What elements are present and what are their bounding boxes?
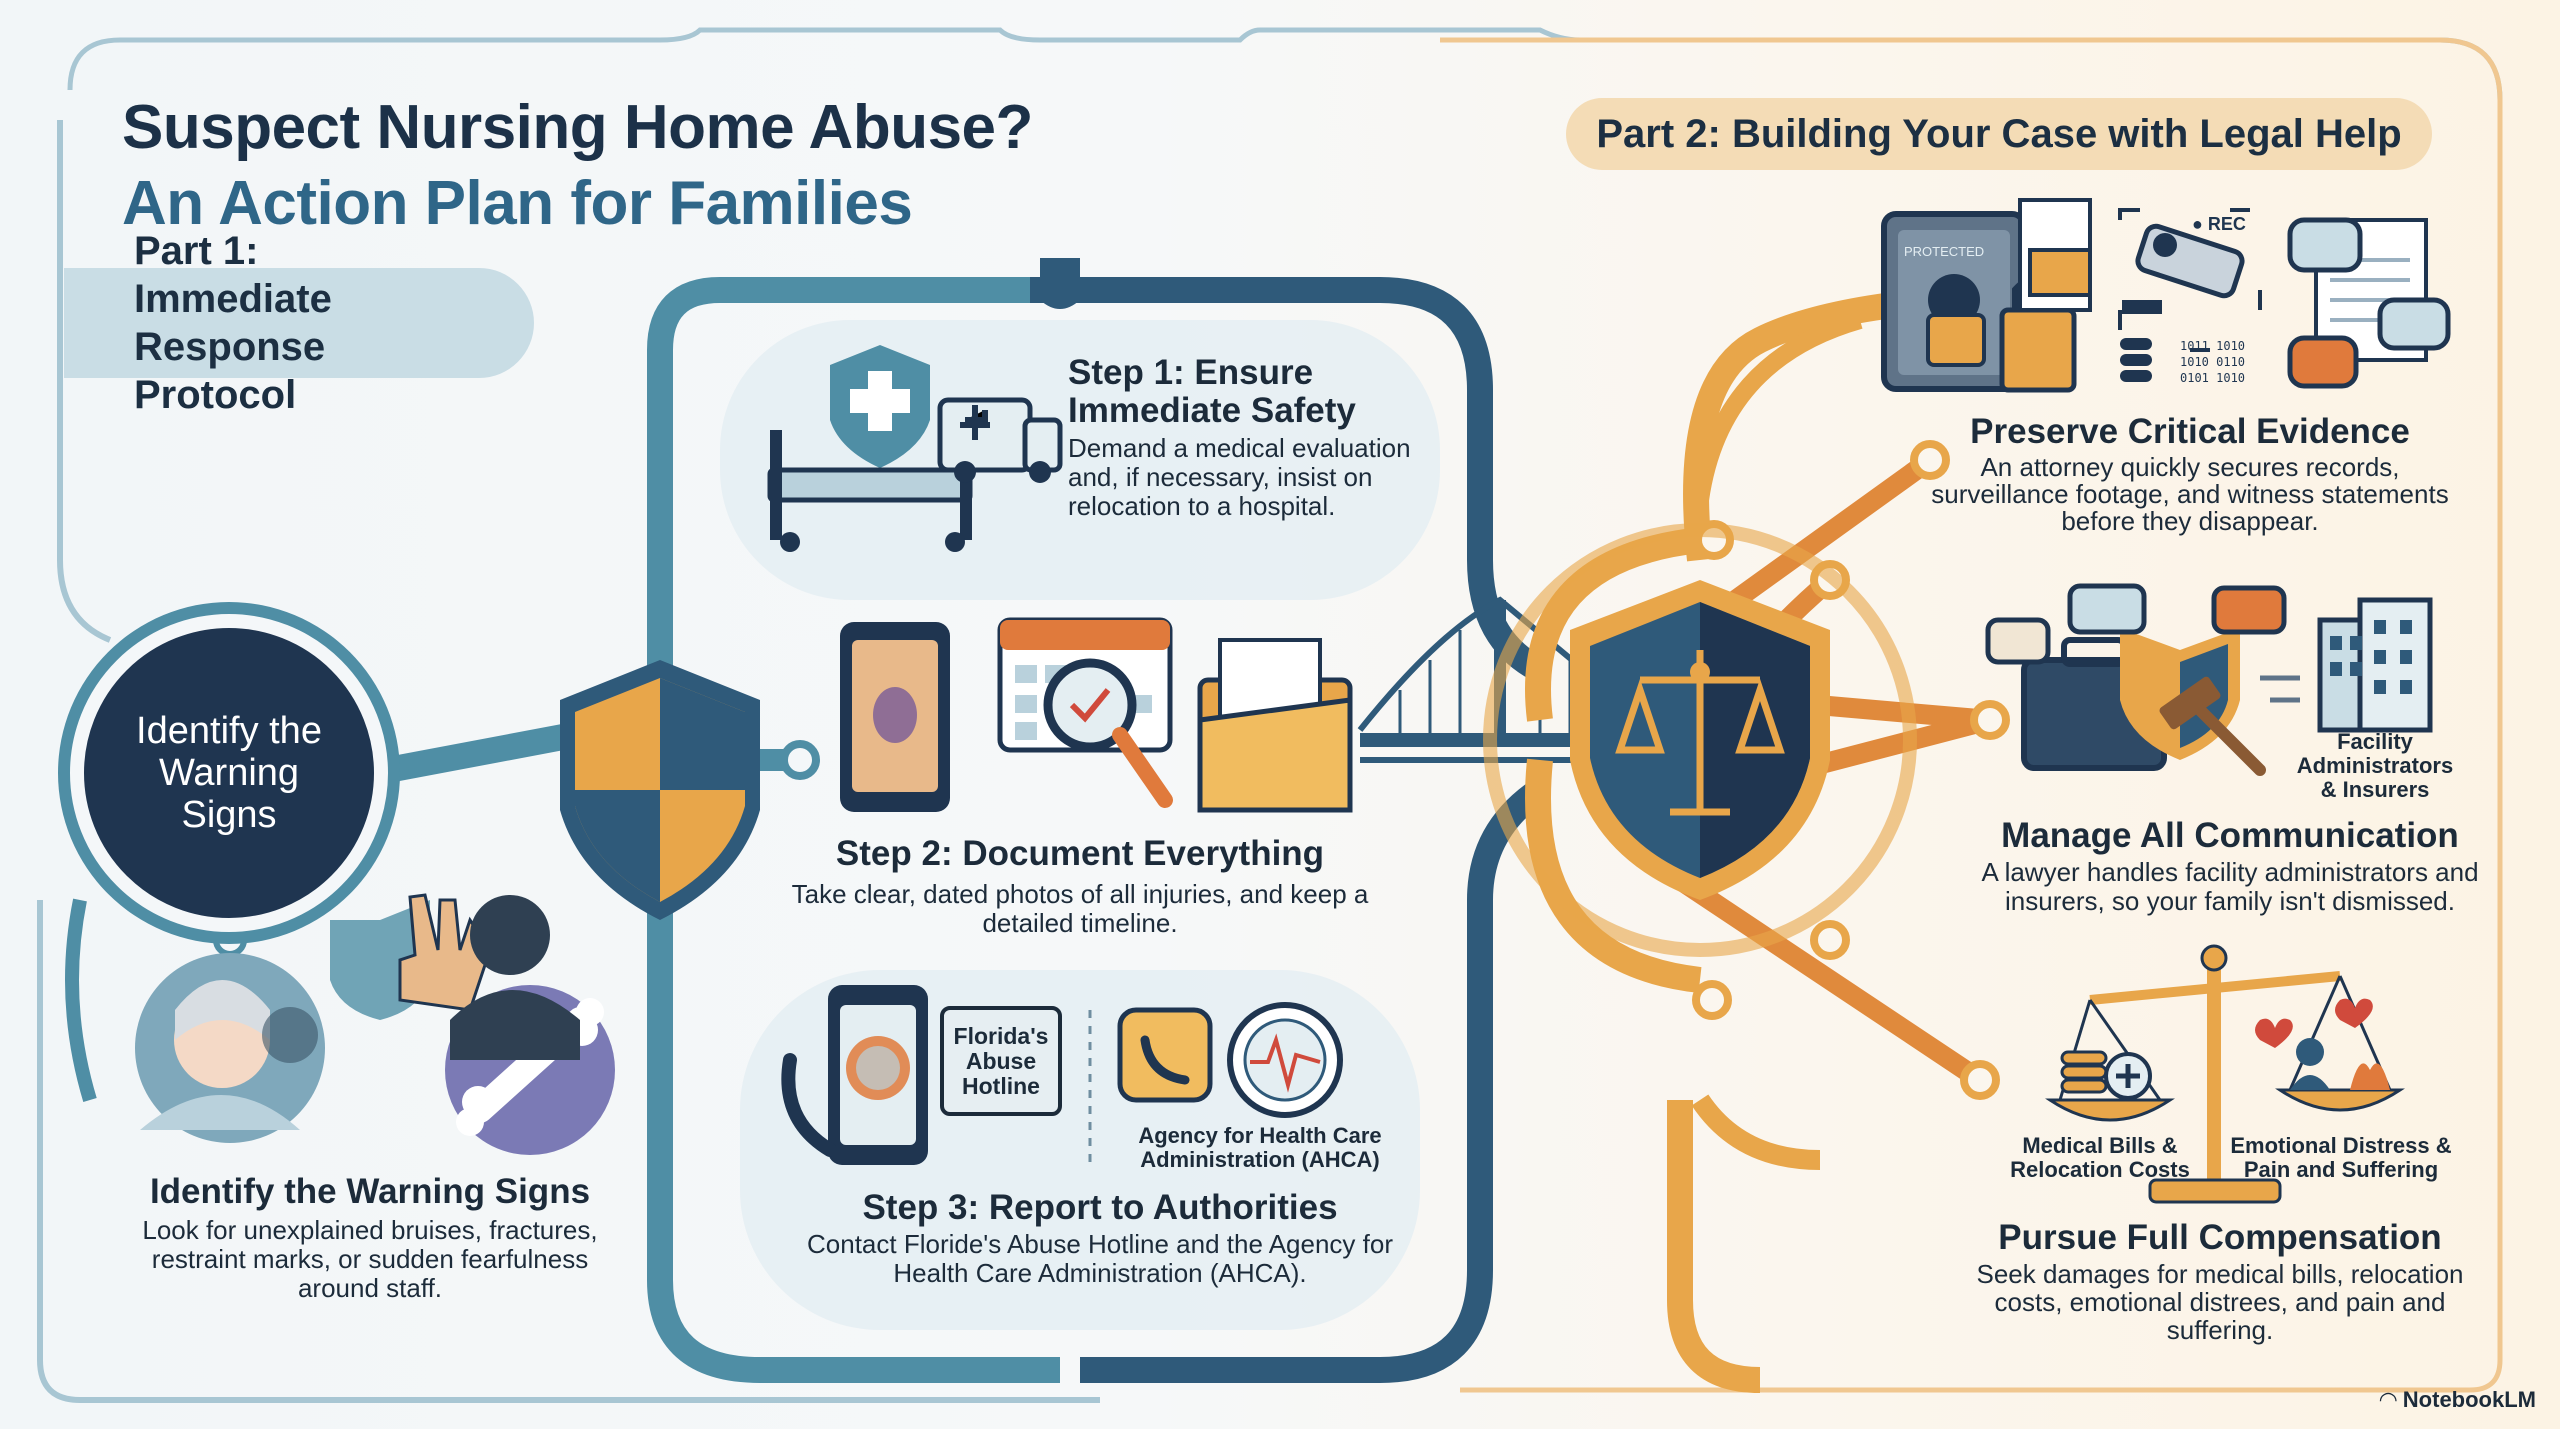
notebooklm-logo: ◠ NotebookLM	[2380, 1387, 2536, 1413]
compensation-heading: Pursue Full Compensation	[1998, 1218, 2442, 1257]
hub-label: Identify the Warning Signs	[136, 710, 322, 836]
warning-signs-body: Look for unexplained bruises, fractures,…	[142, 1215, 598, 1303]
svg-text:0101 1010: 0101 1010	[2180, 371, 2245, 385]
logo-text: NotebookLM	[2402, 1387, 2536, 1412]
step2-body: Take clear, dated photos of all injuries…	[791, 879, 1369, 938]
step3-body: Contact Floride's Abuse Hotline and the …	[807, 1229, 1393, 1288]
svg-text:1010 0110: 1010 0110	[2180, 355, 2245, 369]
page-title: Suspect Nursing Home Abuse?	[122, 93, 1033, 162]
step1-body: Demand a medical evaluation and, if nece…	[1068, 433, 1411, 521]
compensation-left-label: Medical Bills & Relocation Costs	[2010, 1133, 2190, 1182]
evidence-body: An attorney quickly secures records, sur…	[1931, 452, 2449, 536]
step2-heading: Step 2: Document Everything	[835, 834, 1325, 873]
communication-body: A lawyer handles facility administrators…	[1981, 857, 2479, 916]
abuse-hotline-bubble: Florida's Abuse Hotline	[940, 1006, 1062, 1116]
safe-label: PROTECTED	[1904, 244, 1985, 259]
logo-icon: ◠	[2379, 1387, 2403, 1412]
part2-label: Part 2: Building Your Case with Legal He…	[1566, 98, 2432, 170]
part1-label-text: Part 1: Immediate Response Protocol	[134, 229, 332, 417]
compensation-body: Seek damages for medical bills, relocati…	[1976, 1259, 2464, 1345]
compensation-right-label: Emotional Distress & Pain and Suffering	[2230, 1133, 2452, 1182]
page-subtitle: An Action Plan for Families	[122, 169, 913, 238]
evidence-heading: Preserve Critical Evidence	[1970, 412, 2410, 451]
warning-signs-heading: Identify the Warning Signs	[149, 1172, 591, 1211]
step3-heading: Step 3: Report to Authorities	[862, 1188, 1338, 1227]
communication-heading: Manage All Communication	[2001, 816, 2459, 855]
svg-text:1011 1010: 1011 1010	[2180, 339, 2245, 353]
step1-heading: Step 1: Ensure Immediate Safety	[1068, 353, 1356, 430]
part1-label: Part 1: Immediate Response Protocol	[64, 229, 534, 417]
warning-signs-hub: Identify the Warning Signs	[70, 614, 388, 932]
facility-label: Facility Administrators & Insurers	[2296, 729, 2454, 802]
agency-label: Agency for Health Care Administration (A…	[1138, 1123, 1382, 1172]
rec-label: ● REC	[2192, 214, 2246, 234]
